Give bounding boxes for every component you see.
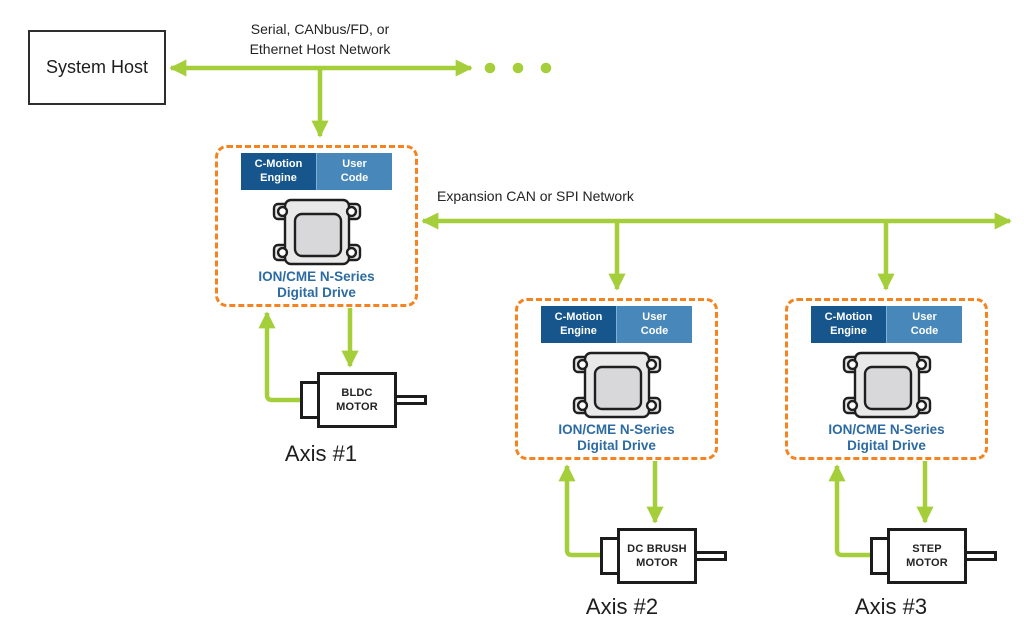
motor-label-line1: DC BRUSH	[627, 542, 687, 555]
motor-bldc: BLDC MOTOR	[300, 372, 428, 428]
engine-label-line2: Engine	[260, 171, 297, 184]
chip-icon	[572, 351, 661, 419]
drive-name-label: ION/CME N-Series Digital Drive	[558, 422, 674, 453]
drive-header: C-Motion Engine User Code	[541, 306, 692, 343]
motor-shaft-icon	[394, 395, 427, 405]
motor-dc-brush: DC BRUSH MOTOR	[600, 528, 728, 584]
engine-label-line1: C-Motion	[824, 311, 873, 324]
drive-name-line2: Digital Drive	[847, 437, 926, 453]
engine-label-line1: C-Motion	[554, 311, 603, 324]
motor-body: STEP MOTOR	[887, 528, 967, 584]
chip-icon	[842, 351, 931, 419]
c-motion-engine-badge: C-Motion Engine	[541, 306, 616, 343]
system-host-label: System Host	[45, 57, 149, 77]
motor-label-line2: MOTOR	[636, 557, 678, 569]
axis-2-label: Axis #2	[585, 594, 659, 619]
user-code-label-line2: Code	[340, 171, 369, 184]
engine-label-line2: Engine	[830, 324, 867, 337]
c-motion-engine-badge: C-Motion Engine	[811, 306, 886, 343]
user-code-badge: User Code	[316, 153, 392, 190]
drive-name-line2: Digital Drive	[577, 437, 656, 453]
motor-label-line1: STEP	[912, 542, 942, 555]
engine-label-line2: Engine	[560, 324, 597, 337]
user-code-label-line1: User	[912, 311, 937, 324]
host-network-label-line2: Ethernet Host Network	[249, 40, 391, 57]
axis-3-label: Axis #3	[854, 594, 928, 619]
motor3-feedback-arrow	[828, 464, 871, 558]
motor-label-line2: MOTOR	[906, 557, 948, 569]
motor-body: BLDC MOTOR	[317, 372, 397, 428]
motor2-feedback-arrow	[558, 464, 601, 558]
motor-label-line1: BLDC	[341, 386, 373, 399]
drive-module-1: C-Motion Engine User Code	[215, 145, 418, 307]
user-code-badge: User Code	[616, 306, 692, 343]
motor-step: STEP MOTOR	[870, 528, 998, 584]
drive-name-line2: Digital Drive	[277, 284, 356, 300]
drive-module-3: C-Motion Engine User Code	[785, 298, 988, 460]
user-code-label-line1: User	[342, 158, 367, 171]
drive-name-line1: ION/CME N-Series	[558, 422, 675, 437]
user-code-label-line1: User	[642, 311, 667, 324]
motor-shaft-icon	[694, 551, 727, 561]
motor-label-line2: MOTOR	[336, 401, 378, 413]
c-motion-engine-badge: C-Motion Engine	[241, 153, 316, 190]
axis-1-label: Axis #1	[284, 441, 358, 466]
network-continuation-dots-icon	[484, 62, 552, 74]
host-network-label-line1: Serial, CANbus/FD, or	[250, 21, 390, 37]
system-host-box: System Host	[28, 30, 166, 105]
motor1-feedback-arrow	[258, 311, 301, 403]
drive-header: C-Motion Engine User Code	[811, 306, 962, 343]
drive-name-line1: ION/CME N-Series	[828, 422, 945, 437]
user-code-label-line2: Code	[640, 324, 669, 337]
drive-name-label: ION/CME N-Series Digital Drive	[828, 422, 944, 453]
user-code-badge: User Code	[886, 306, 962, 343]
engine-label-line1: C-Motion	[254, 158, 303, 171]
user-code-label-line2: Code	[910, 324, 939, 337]
motor-shaft-icon	[964, 551, 997, 561]
drive-header: C-Motion Engine User Code	[241, 153, 392, 190]
expansion-network-label: Expansion CAN or SPI Network	[437, 188, 634, 204]
motor-body: DC BRUSH MOTOR	[617, 528, 697, 584]
chip-icon	[272, 198, 361, 266]
drive-module-2: C-Motion Engine User Code	[515, 298, 718, 460]
drive-name-line1: ION/CME N-Series	[258, 269, 375, 284]
host-network-label: Serial, CANbus/FD, or Ethernet Host Netw…	[200, 20, 440, 60]
drive-name-label: ION/CME N-Series Digital Drive	[258, 269, 374, 300]
